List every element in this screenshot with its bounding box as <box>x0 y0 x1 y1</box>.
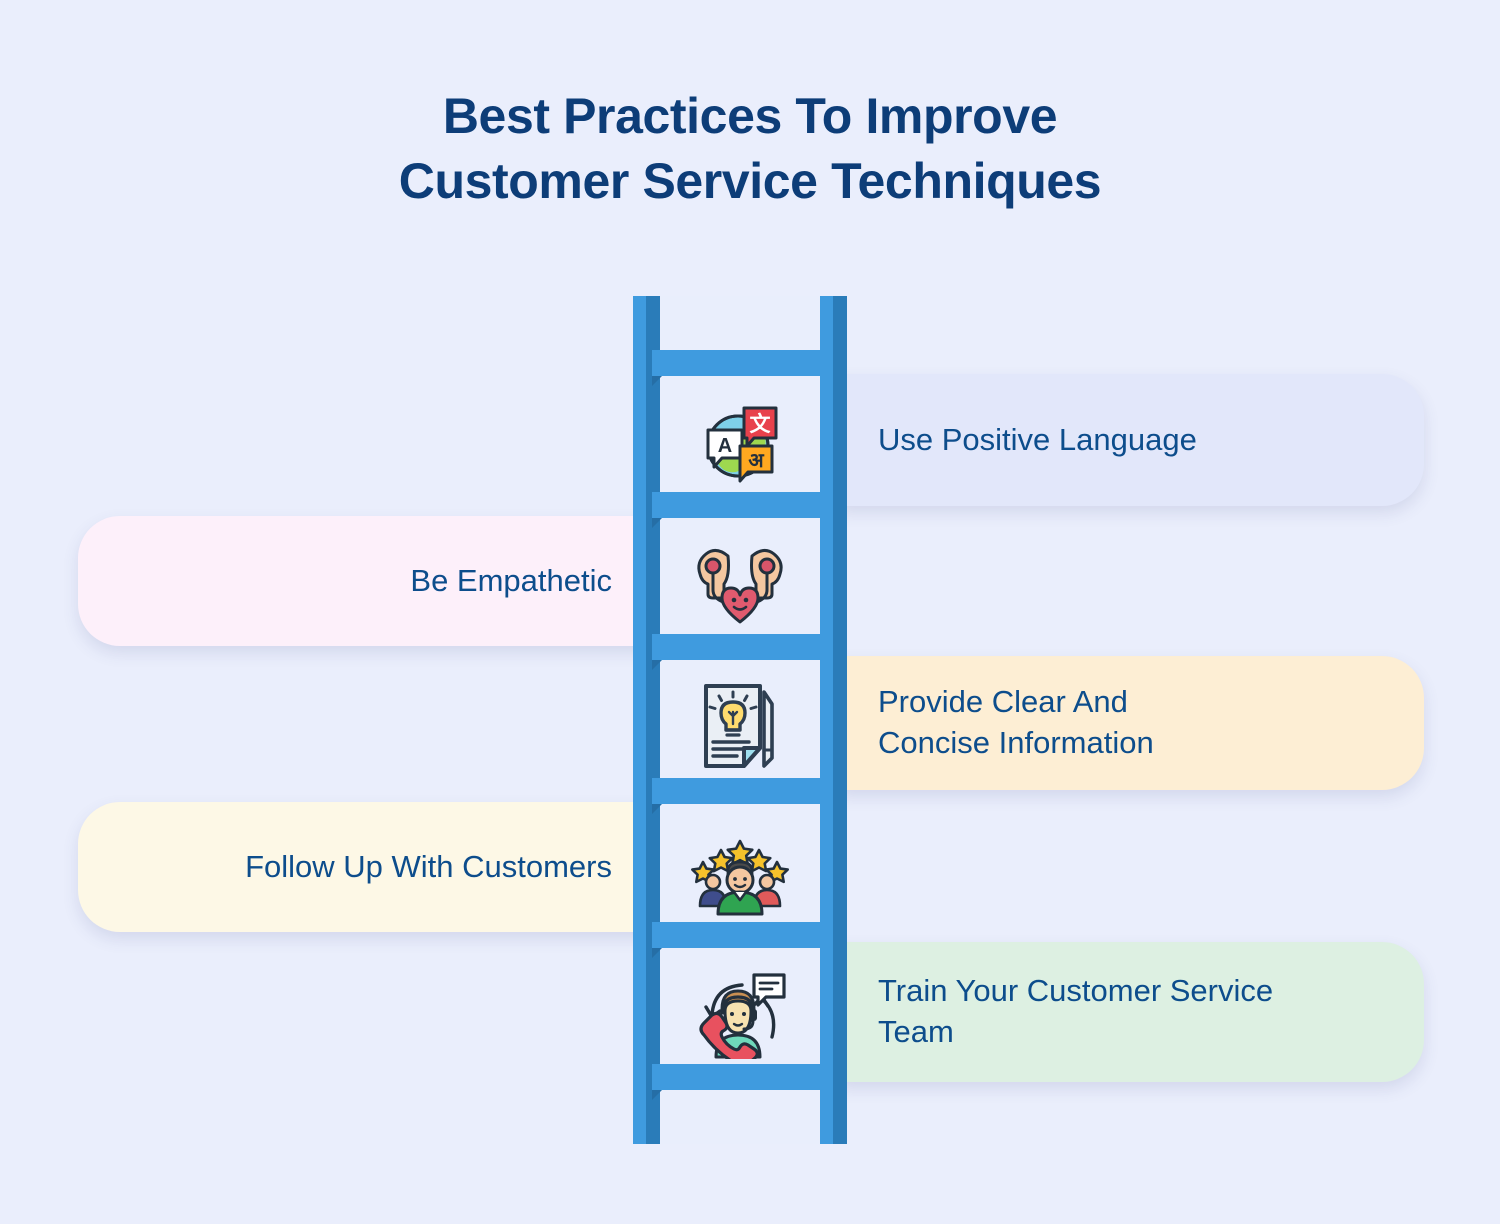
customer-five-stars-icon <box>660 820 820 920</box>
svg-text:文: 文 <box>750 412 772 436</box>
page-title-line-1: Best Practices To Improve <box>442 88 1058 144</box>
step-card-5[interactable]: Train Your Customer Service Team <box>838 942 1424 1082</box>
svg-text:अ: अ <box>748 448 764 472</box>
step-card-4[interactable]: Follow Up With Customers <box>78 802 656 932</box>
ladder-rail-left-shade <box>646 296 660 1144</box>
document-idea-pencil-icon <box>660 676 820 776</box>
page-title: Best Practices To Improve Customer Servi… <box>0 84 1500 214</box>
ladder-rung-5 <box>652 922 828 958</box>
ladder-rail-left-highlight <box>633 296 646 1144</box>
ladder-rung-1 <box>652 350 828 386</box>
step-card-4-label: Follow Up With Customers <box>245 848 612 884</box>
ladder-rung-6 <box>652 1064 828 1100</box>
ladder-rail-right-highlight <box>820 296 833 1144</box>
step-card-3-label: Provide Clear And <box>878 684 1128 720</box>
empathy-heads-heart-icon <box>660 533 820 633</box>
step-card-3-label-line-2: Concise Information <box>878 725 1154 760</box>
step-card-3[interactable]: Provide Clear And Concise Information <box>838 656 1424 790</box>
ladder-rail-left <box>633 296 660 1144</box>
step-card-1-label: Use Positive Language <box>878 421 1197 457</box>
globe-translate-icon: A 文 अ <box>660 390 820 490</box>
step-card-2[interactable]: Be Empathetic <box>78 516 656 646</box>
step-card-5-label: Train Your Customer Service <box>878 973 1274 1009</box>
support-agent-headset-icon <box>660 963 820 1063</box>
ladder-rung-2 <box>652 492 828 528</box>
step-card-2-label: Be Empathetic <box>410 562 612 598</box>
page-title-line-2: Customer Service Techniques <box>398 153 1102 209</box>
svg-text:A: A <box>718 435 732 457</box>
step-card-1[interactable]: Use Positive Language <box>838 374 1424 506</box>
ladder-rung-3 <box>652 634 828 670</box>
ladder-rail-right <box>820 296 847 1144</box>
ladder-rail-right-shade <box>833 296 847 1144</box>
ladder-rung-4 <box>652 778 828 814</box>
step-card-5-label-line-2: Team <box>878 1014 954 1049</box>
